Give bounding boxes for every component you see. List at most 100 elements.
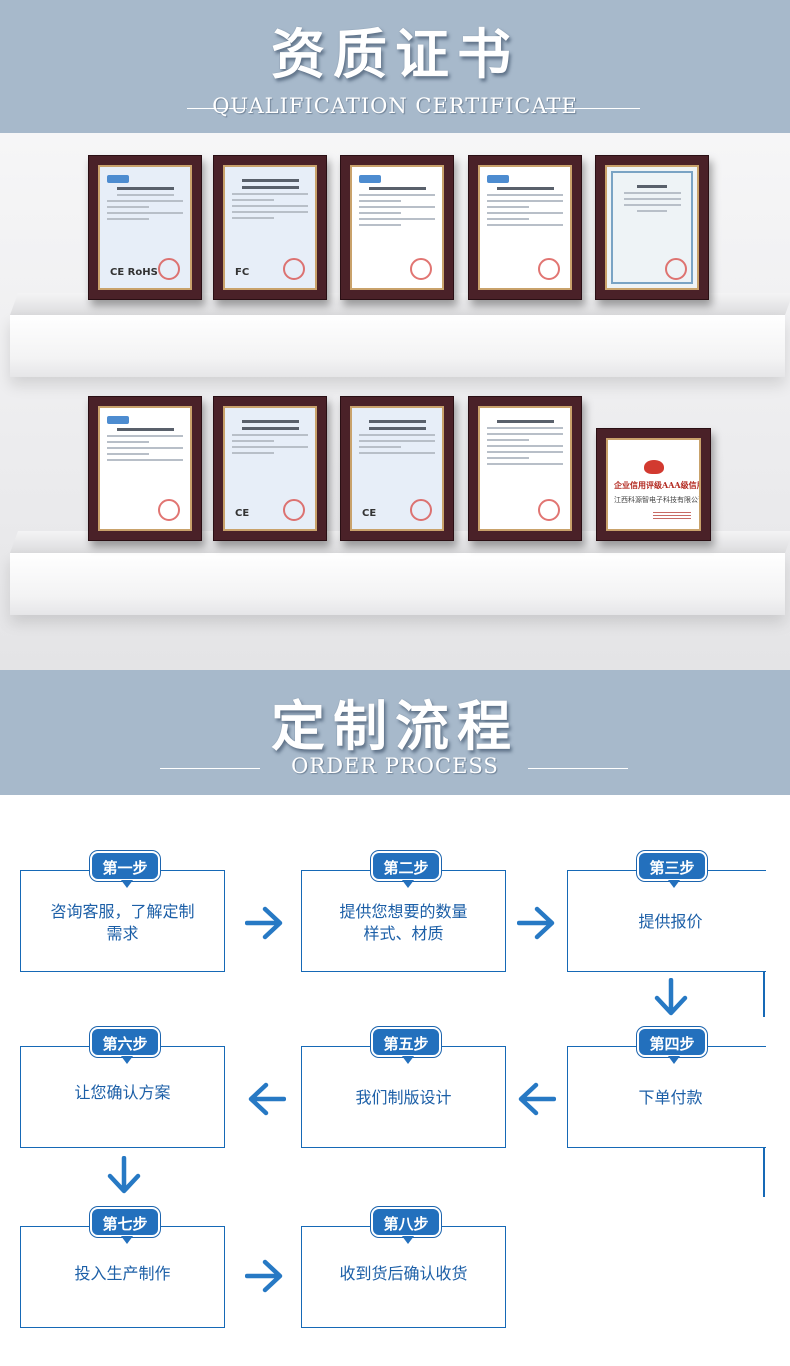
doc-heading <box>368 427 426 430</box>
step-3-box: 提供报价 <box>567 870 766 972</box>
qualification-subtitle: QUALIFICATION CERTIFICATE <box>212 94 578 118</box>
qualification-subtitle-row: QUALIFICATION CERTIFICATE <box>0 94 790 124</box>
doc-line <box>359 212 401 214</box>
aaa-certificate-frame[interactable]: 企业信用评级AAA级信用企业 江西科源智电子科技有限公司 <box>596 428 711 541</box>
doc-line <box>232 217 274 219</box>
doc-line <box>232 199 274 201</box>
doc-heading <box>241 186 299 189</box>
doc-line <box>107 453 149 455</box>
doc-heading <box>116 428 174 431</box>
doc-line <box>653 518 691 519</box>
step-text-line: 咨询客服，了解定制 <box>50 902 195 921</box>
step-text-line: 投入生产制作 <box>74 1264 171 1283</box>
doc-line <box>487 457 529 459</box>
aaa-certificate-company: 江西科源智电子科技有限公司 <box>614 496 701 504</box>
step-text-line: 让您确认方案 <box>74 1083 171 1102</box>
doc-heading <box>496 420 554 423</box>
doc-line <box>359 218 435 220</box>
step-4-text: 下单付款 <box>568 1087 773 1109</box>
aaa-certificate-footer <box>653 510 691 521</box>
doc-line <box>487 200 563 202</box>
certificate-frame[interactable] <box>340 155 454 300</box>
cert-mark: CE RoHS <box>110 267 158 278</box>
aaa-certificate-title: 企业信用评级AAA级信用企业 <box>614 480 699 490</box>
step-text-line: 下单付款 <box>638 1088 703 1107</box>
doc-line <box>487 206 529 208</box>
cert-stamp-icon <box>283 258 305 280</box>
certificate-frame[interactable]: CE RoHS <box>88 155 202 300</box>
doc-line <box>487 194 563 196</box>
cert-stamp-icon <box>158 258 180 280</box>
doc-line <box>487 433 563 435</box>
doc-line <box>623 192 681 194</box>
doc-heading <box>496 187 554 190</box>
certificate-document: FC <box>223 165 317 290</box>
doc-line <box>116 194 174 196</box>
certificate-frame[interactable] <box>88 396 202 541</box>
step-5-badge: 第五步 <box>371 1027 441 1064</box>
doc-line <box>487 427 563 429</box>
step-text-line: 我们制版设计 <box>355 1088 452 1107</box>
certificate-document <box>478 165 572 290</box>
step-7-badge: 第七步 <box>90 1207 160 1244</box>
certificate-frame[interactable]: CE <box>213 396 327 541</box>
step-3-badge: 第三步 <box>637 851 707 888</box>
cert-stamp-icon <box>410 258 432 280</box>
doc-line <box>107 447 183 449</box>
doc-heading <box>116 187 174 190</box>
qualification-title: 资质证书 <box>271 23 519 86</box>
shelf-front <box>10 553 785 615</box>
step-text-line: 需求 <box>106 924 139 943</box>
doc-line <box>653 515 691 516</box>
arrow-down-icon <box>654 978 688 1018</box>
certificate-document <box>98 406 192 531</box>
step-8-text: 收到货后确认收货 <box>302 1263 505 1285</box>
arrow-left-icon <box>246 1082 286 1116</box>
step-3-text: 提供报价 <box>568 911 773 933</box>
doc-line <box>487 224 563 226</box>
doc-heading <box>636 185 668 188</box>
doc-line <box>232 434 308 436</box>
certificate-frame[interactable]: FC <box>213 155 327 300</box>
doc-line <box>107 218 149 220</box>
step-6-badge: 第六步 <box>90 1027 160 1064</box>
step-1-text: 咨询客服，了解定制 需求 <box>21 901 224 945</box>
step-7-text: 投入生产制作 <box>21 1263 224 1285</box>
step-2-text: 提供您想要的数量 样式、材质 <box>302 901 505 945</box>
certificate-frame[interactable]: CE <box>340 396 454 541</box>
doc-line <box>653 512 691 513</box>
step-4-box: 下单付款 <box>567 1046 766 1148</box>
cert-stamp-icon <box>665 258 687 280</box>
step-1-badge: 第一步 <box>90 851 160 888</box>
step-2-badge: 第二步 <box>371 851 441 888</box>
doc-line <box>623 198 681 200</box>
cert-logo-icon <box>359 175 381 183</box>
step-5-text: 我们制版设计 <box>302 1087 505 1109</box>
certificate-frame[interactable] <box>468 155 582 300</box>
step-8-box: 收到货后确认收货 <box>301 1226 506 1328</box>
doc-line <box>232 446 308 448</box>
arrow-down-icon <box>107 1156 141 1196</box>
aaa-seal-icon <box>643 460 664 474</box>
arrow-right-icon <box>517 906 557 940</box>
shelf-front <box>10 315 785 377</box>
subtitle-divider-right <box>528 768 628 769</box>
certificate-frame[interactable] <box>595 155 709 300</box>
doc-line <box>359 440 435 442</box>
doc-heading <box>368 420 426 423</box>
doc-line <box>359 446 401 448</box>
doc-line <box>107 206 149 208</box>
cert-logo-icon <box>487 175 509 183</box>
doc-line <box>487 451 563 453</box>
arrow-left-icon <box>516 1082 556 1116</box>
doc-line <box>487 218 529 220</box>
doc-line <box>636 210 668 212</box>
cert-logo-icon <box>107 416 129 424</box>
doc-line <box>487 445 563 447</box>
cert-stamp-icon <box>410 499 432 521</box>
certificate-frame[interactable] <box>468 396 582 541</box>
doc-line <box>107 459 183 461</box>
arrow-right-icon <box>245 906 285 940</box>
doc-heading <box>241 427 299 430</box>
step-6-box: 让您确认方案 <box>20 1046 225 1148</box>
